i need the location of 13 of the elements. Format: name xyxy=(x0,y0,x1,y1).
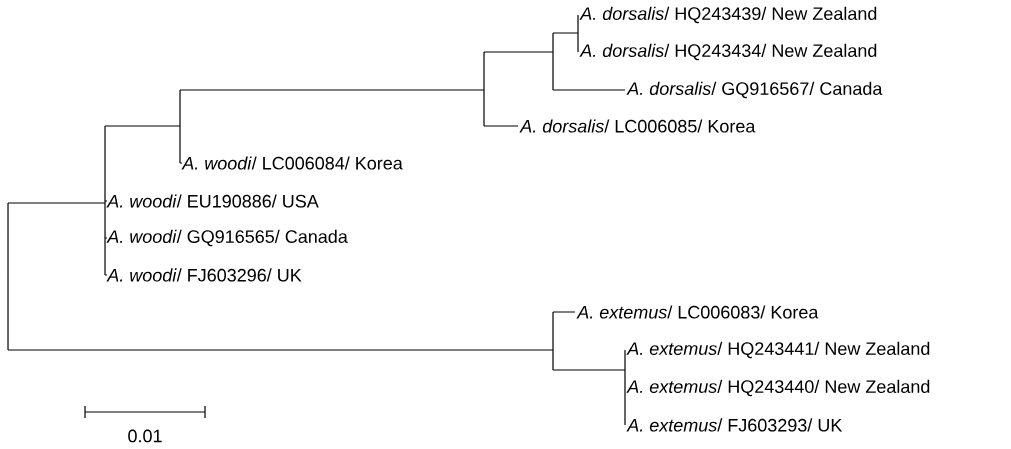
taxon-label: A. dorsalis/ GQ916567/ Canada xyxy=(626,81,883,99)
taxon-label: A. woodi/ EU190886/ USA xyxy=(106,194,319,208)
taxon-label: A. extemus/ FJ603293/ UK xyxy=(626,418,843,432)
taxon-label: A. dorsalis/ LC006085/ Korea xyxy=(519,119,756,133)
scale-label: 0.01 xyxy=(128,429,162,443)
taxon-label: A. dorsalis/ HQ243439/ New Zealand xyxy=(579,6,877,24)
taxon-label: A. woodi/ FJ603296/ UK xyxy=(106,268,302,282)
taxon-label: A. woodi/ LC006084/ Korea xyxy=(181,156,403,170)
taxon-label: A. extemus/ HQ243440/ New Zealand xyxy=(626,379,930,397)
taxon-label: A. woodi/ GQ916565/ Canada xyxy=(106,229,348,247)
taxon-label: A. dorsalis/ HQ243434/ New Zealand xyxy=(579,43,877,61)
taxon-label: A. extemus/ LC006083/ Korea xyxy=(576,305,819,319)
taxon-label: A. extemus/ HQ243441/ New Zealand xyxy=(626,341,930,359)
